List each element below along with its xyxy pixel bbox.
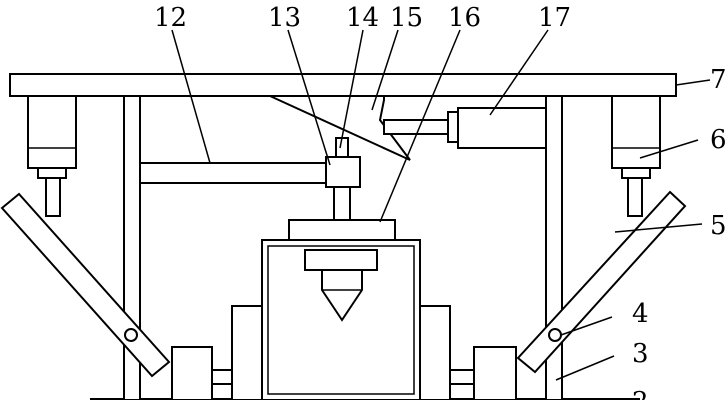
right-connector bbox=[449, 369, 475, 385]
label-4: 4 bbox=[632, 299, 649, 329]
right-side-block bbox=[419, 305, 451, 400]
label-5: 5 bbox=[710, 211, 727, 241]
label-15: 15 bbox=[390, 3, 423, 33]
left-pivot-pin bbox=[124, 328, 138, 342]
leader-lines bbox=[171, 29, 711, 381]
left-inclined-arm bbox=[0, 192, 171, 378]
conical-tip bbox=[321, 269, 363, 322]
right-pivot-pin bbox=[548, 328, 562, 342]
label-14: 14 bbox=[346, 3, 379, 33]
left-cylinder-assembly bbox=[27, 95, 77, 217]
label-16: 16 bbox=[448, 3, 481, 33]
press-plate bbox=[288, 219, 396, 241]
right-cylinder-assembly bbox=[611, 95, 661, 217]
connector-block bbox=[325, 156, 361, 188]
left-connector bbox=[211, 369, 233, 385]
label-3: 3 bbox=[632, 339, 649, 369]
tool-holder bbox=[304, 249, 378, 271]
cross-bar bbox=[139, 162, 327, 184]
label-7: 7 bbox=[710, 65, 727, 95]
left-side-block bbox=[231, 305, 263, 400]
right-inclined-arm bbox=[516, 190, 687, 374]
press-body-inner bbox=[267, 245, 415, 395]
right-foot-block bbox=[473, 346, 517, 400]
label-17: 17 bbox=[538, 3, 571, 33]
label-13: 13 bbox=[268, 3, 301, 33]
wedge-block bbox=[269, 95, 411, 161]
top-plate bbox=[9, 73, 677, 97]
left-foot-block bbox=[171, 346, 213, 400]
pusher-cylinder-assembly bbox=[383, 107, 547, 149]
label-6: 6 bbox=[710, 125, 727, 155]
label-12: 12 bbox=[154, 3, 187, 33]
label-2: 2 bbox=[632, 387, 649, 400]
spindle-rod bbox=[333, 186, 351, 221]
